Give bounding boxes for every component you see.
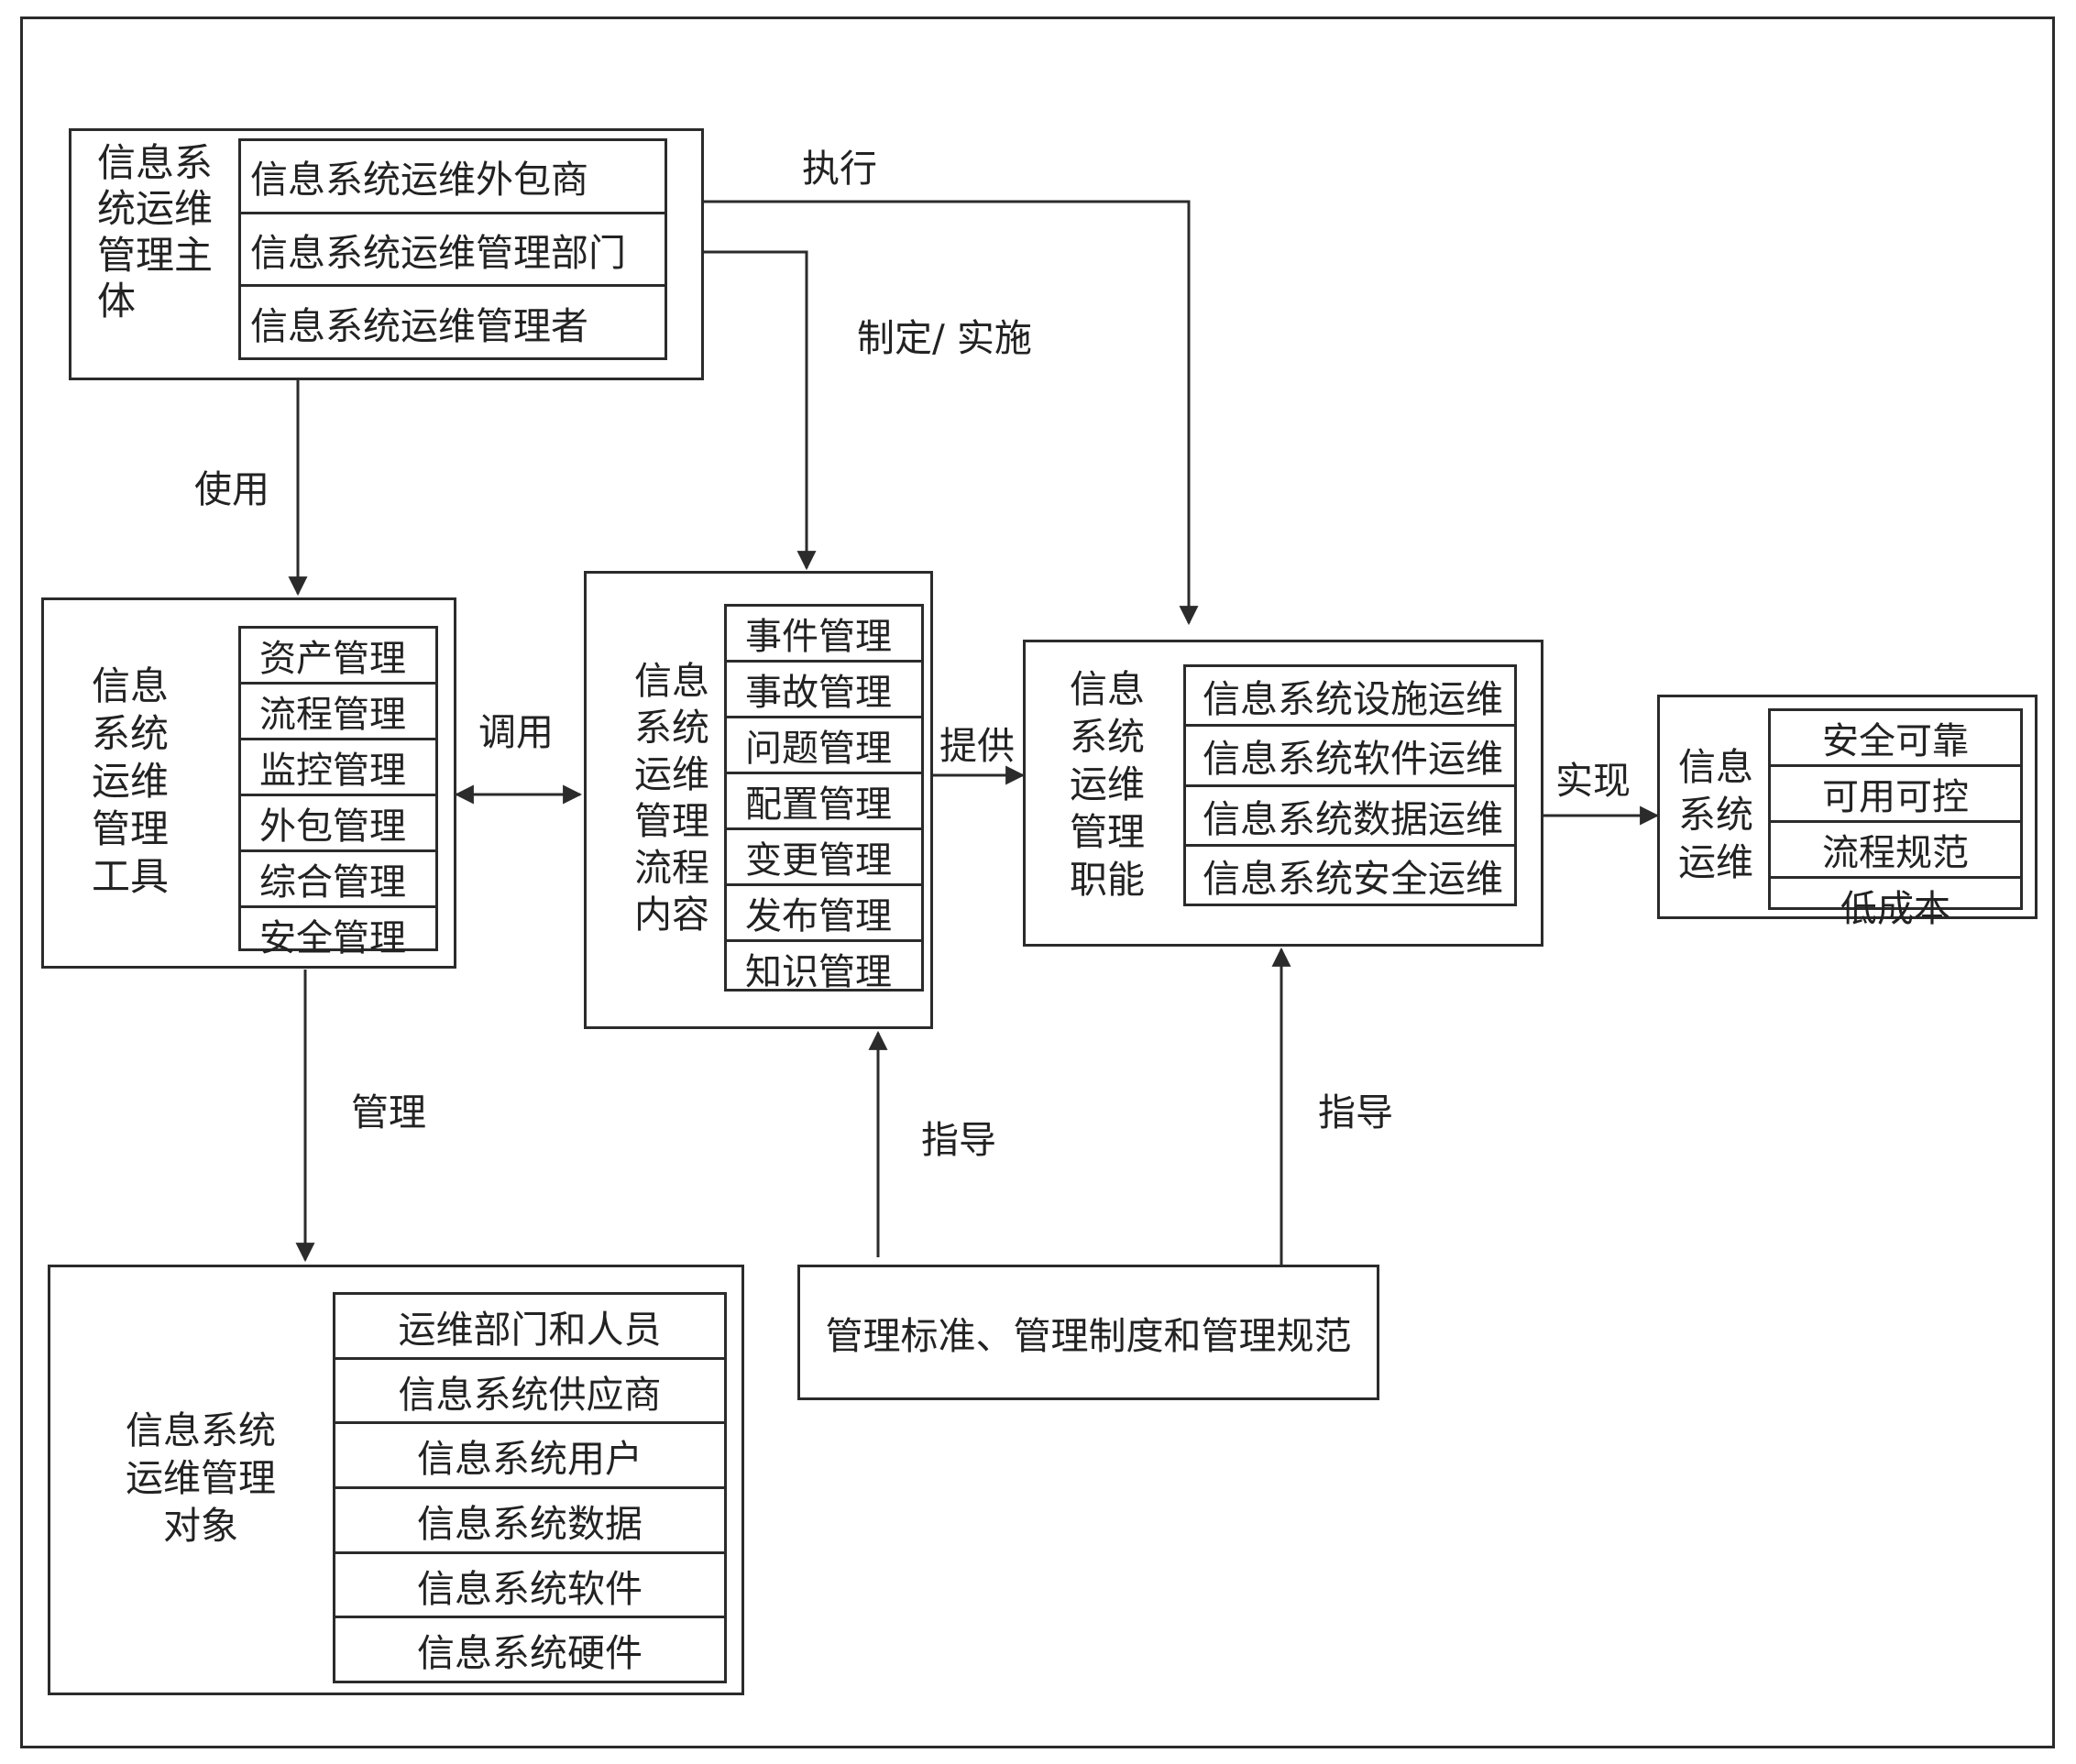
functions-title-line: 运维 [1070,762,1145,806]
objects-item: 运维部门和人员 [335,1295,724,1360]
functions-item: 信息系统设施运维 [1186,667,1514,728]
edge-label-execute: 执行 [802,147,877,191]
objects-title: 信息系统 运维管理 对象 [126,1407,276,1550]
objects-item: 信息系统用户 [335,1424,724,1490]
functions-list: 信息系统设施运维 信息系统软件运维 信息系统数据运维 信息系统安全运维 [1183,664,1517,906]
standards-label: 管理标准、管理制度和管理规范 [825,1314,1352,1358]
functions-title: 信息 系统 运维 管理 职能 [1070,665,1145,904]
subject-title-line: 体 [97,279,137,324]
subject-box: 信息系 统运维 管理主 体 信息系统运维外包商 信息系统运维管理部门 信息系统运… [69,128,704,380]
edge-label-manage: 管理 [351,1090,426,1134]
tools-item: 综合管理 [241,852,435,908]
subject-title-line: 统运维 [97,186,214,232]
edge-label-invoke: 调用 [478,710,554,754]
functions-title-line: 职能 [1070,858,1145,902]
tools-item: 外包管理 [241,796,435,852]
tools-title-line: 管理 [92,806,170,851]
tools-title-line: 工具 [92,854,170,899]
goals-title: 信息 系统 运维 [1678,743,1753,886]
edge-label-use: 使用 [194,467,269,511]
subject-item: 信息系统运维管理部门 [241,214,665,288]
tools-box: 信息 系统 运维 管理 工具 资产管理 流程管理 监控管理 外包管理 综合管理 … [41,597,456,969]
functions-title-line: 管理 [1070,810,1145,854]
process-item: 事件管理 [727,607,921,663]
process-title-line: 内容 [634,893,709,937]
process-title: 信息 系统 运维 管理 流程 内容 [634,658,709,938]
tools-list: 资产管理 流程管理 监控管理 外包管理 综合管理 安全管理 [238,626,438,959]
functions-item: 信息系统软件运维 [1186,727,1514,787]
subject-title-line: 管理主 [97,232,214,278]
process-item: 知识管理 [745,951,892,993]
functions-title-line: 信息 [1070,667,1145,711]
process-box: 信息 系统 运维 管理 流程 内容 事件管理 事故管理 问题管理 配置管理 变更… [584,571,933,1029]
objects-item: 信息系统硬件 [417,1631,643,1676]
functions-item: 信息系统数据运维 [1186,787,1514,847]
edge-label-guide-process: 指导 [921,1118,996,1162]
tools-title: 信息 系统 运维 管理 工具 [92,663,169,901]
goals-item: 安全可靠 [1771,711,2020,767]
objects-box: 信息系统 运维管理 对象 运维部门和人员 信息系统供应商 信息系统用户 信息系统… [48,1265,744,1695]
process-item: 问题管理 [727,718,921,774]
goals-item: 低成本 [1840,888,1950,930]
subject-item: 信息系统运维管理者 [250,303,588,348]
tools-title-line: 运维 [92,759,170,804]
process-list: 事件管理 事故管理 问题管理 配置管理 变更管理 发布管理 知识管理 [724,604,924,993]
process-item: 事故管理 [727,663,921,718]
process-item: 变更管理 [727,830,921,886]
functions-item: 信息系统安全运维 [1203,856,1503,901]
goals-title-line: 系统 [1678,793,1753,837]
objects-list: 运维部门和人员 信息系统供应商 信息系统用户 信息系统数据 信息系统软件 信息系… [333,1292,727,1683]
goals-list: 安全可靠 可用可控 流程规范 低成本 [1768,708,2023,930]
edge-label-provide: 提供 [939,724,1015,768]
objects-item: 信息系统供应商 [335,1360,724,1425]
subject-title-line: 信息系 [97,140,214,185]
process-title-line: 管理 [634,799,709,843]
process-title-line: 运维 [634,752,709,796]
objects-item: 信息系统软件 [335,1554,724,1619]
objects-item: 信息系统数据 [335,1489,724,1554]
goals-item: 流程规范 [1771,823,2020,879]
process-item: 配置管理 [727,774,921,830]
standards-box: 管理标准、管理制度和管理规范 [797,1265,1379,1400]
goals-item: 可用可控 [1771,767,2020,823]
diagram-frame [20,16,2055,1748]
tools-item: 资产管理 [241,629,435,685]
tools-item: 流程管理 [241,685,435,740]
tools-item: 监控管理 [241,740,435,796]
subject-title: 信息系 统运维 管理主 体 [97,140,213,325]
objects-title-line: 运维管理 [126,1456,276,1500]
objects-title-line: 对象 [163,1504,238,1548]
goals-title-line: 信息 [1678,745,1753,789]
process-title-line: 系统 [634,706,709,750]
subject-list: 信息系统运维外包商 信息系统运维管理部门 信息系统运维管理者 [238,138,667,360]
tools-title-line: 系统 [92,711,170,756]
subject-item: 信息系统运维外包商 [241,141,665,214]
edge-label-formulate: 制定/ 实施 [857,316,1032,360]
process-title-line: 流程 [634,846,709,890]
process-title-line: 信息 [634,659,709,703]
process-item: 发布管理 [727,886,921,942]
tools-item: 安全管理 [259,917,406,959]
edge-formulate [704,250,817,571]
functions-box: 信息 系统 运维 管理 职能 信息系统设施运维 信息系统软件运维 信息系统数据运… [1023,640,1543,947]
goals-box: 信息 系统 运维 安全可靠 可用可控 流程规范 低成本 [1657,695,2038,930]
goals-title-line: 运维 [1678,840,1753,884]
functions-title-line: 系统 [1070,715,1145,759]
tools-title-line: 信息 [92,663,170,708]
edge-execute [704,200,1199,626]
objects-title-line: 信息系统 [126,1408,276,1452]
edge-label-achieve: 实现 [1555,759,1631,803]
edge-label-guide-functions: 指导 [1318,1090,1393,1134]
